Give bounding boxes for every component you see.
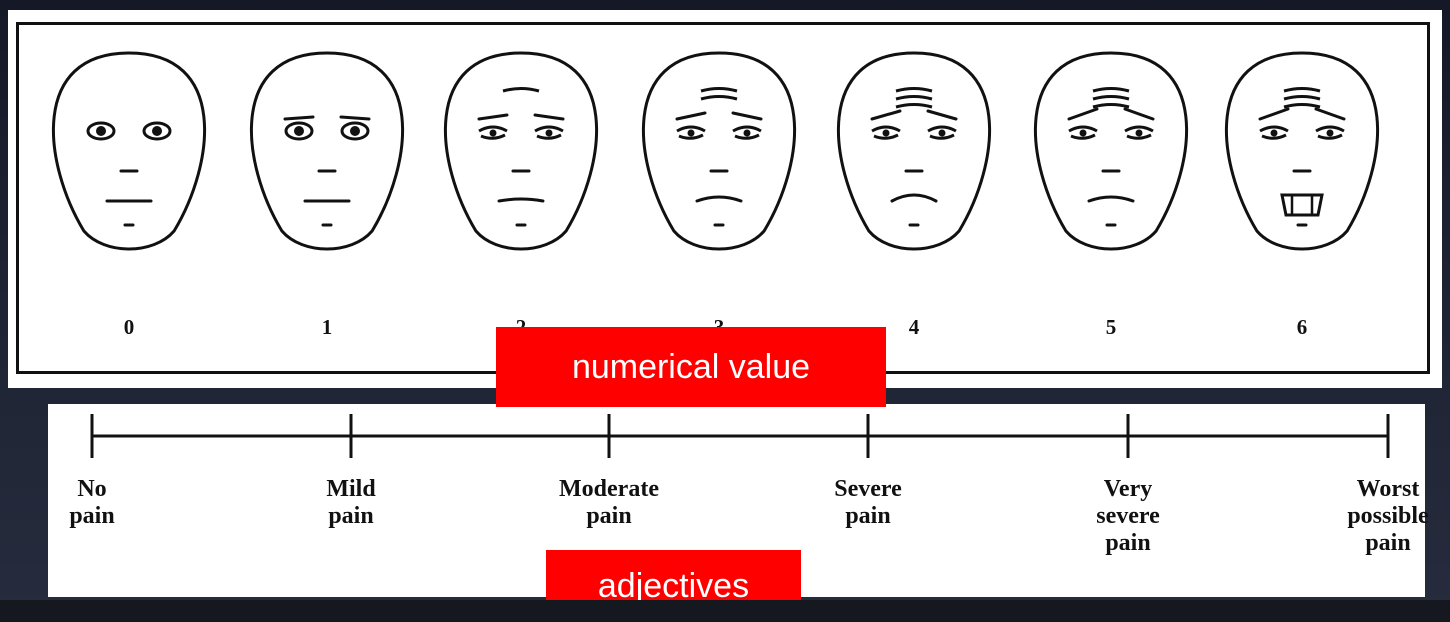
face-3 xyxy=(642,51,796,251)
eye xyxy=(284,121,314,141)
face-outline xyxy=(52,51,206,251)
squint-eye xyxy=(1068,125,1098,140)
numerical-value-callout: numerical value xyxy=(496,327,886,407)
pupil xyxy=(350,126,360,136)
pupil xyxy=(545,129,553,137)
face-0 xyxy=(52,51,206,251)
squint-eye xyxy=(871,125,901,140)
scale-adjective-label: Mild pain xyxy=(326,476,376,529)
forehead-wrinkle xyxy=(1092,103,1130,109)
pupil xyxy=(152,126,162,136)
eye xyxy=(86,121,116,141)
pupil xyxy=(1326,129,1334,137)
face-1 xyxy=(250,51,404,251)
forehead-wrinkle xyxy=(700,95,738,101)
pupil xyxy=(489,129,497,137)
forehead-wrinkle xyxy=(895,95,933,101)
squint-eye xyxy=(1315,125,1345,140)
teeth xyxy=(1290,195,1314,215)
pupil xyxy=(938,129,946,137)
scale-adjective-label: No pain xyxy=(69,476,115,529)
squint-eye xyxy=(534,125,564,140)
eyebrow xyxy=(533,113,565,121)
squint-eye xyxy=(1124,125,1154,140)
mouth xyxy=(890,193,938,203)
face-6 xyxy=(1225,51,1379,251)
face-value-label: 4 xyxy=(908,315,920,339)
scale-adjective-label: Moderate pain xyxy=(559,476,659,529)
mouth xyxy=(1087,195,1135,203)
squint-eye xyxy=(676,125,706,140)
forehead-wrinkle xyxy=(1283,87,1321,93)
forehead-wrinkle xyxy=(1283,103,1321,109)
forehead-wrinkle xyxy=(1283,95,1321,101)
eyebrow xyxy=(1067,107,1099,121)
eye xyxy=(340,121,370,141)
face-value-label: 0 xyxy=(123,315,135,339)
face-2 xyxy=(444,51,598,251)
pupil xyxy=(687,129,695,137)
mouth xyxy=(695,195,743,203)
face-outline xyxy=(444,51,598,251)
pupil xyxy=(96,126,106,136)
eyebrow xyxy=(675,111,707,121)
eye xyxy=(142,121,172,141)
face-outline xyxy=(250,51,404,251)
forehead-wrinkle xyxy=(502,87,540,93)
face-value-label: 1 xyxy=(321,315,333,339)
eyebrow xyxy=(731,111,763,121)
faces-pain-scale-panel: 0123456 xyxy=(8,10,1442,388)
pupil xyxy=(882,129,890,137)
faces-frame: 0123456 xyxy=(16,22,1430,374)
face-value-label: 5 xyxy=(1105,315,1117,339)
eyebrow xyxy=(870,109,902,121)
scale-adjective-label: Worst possible pain xyxy=(1347,476,1429,556)
eyebrow xyxy=(477,113,509,121)
eyebrow xyxy=(339,115,371,121)
forehead-wrinkle xyxy=(1092,95,1130,101)
pupil xyxy=(1270,129,1278,137)
eyebrow xyxy=(1258,107,1290,121)
scale-line-drawing xyxy=(90,414,1390,458)
scale-adjective-label: Severe pain xyxy=(834,476,902,529)
face-outline xyxy=(1034,51,1188,251)
slide-bottom-edge xyxy=(0,600,1450,622)
pupil xyxy=(1079,129,1087,137)
squint-eye xyxy=(927,125,957,140)
eyebrow xyxy=(1314,107,1346,121)
mouth xyxy=(497,197,545,203)
forehead-wrinkle xyxy=(895,103,933,109)
forehead-wrinkle xyxy=(1092,87,1130,93)
squint-eye xyxy=(1259,125,1289,140)
pupil xyxy=(1135,129,1143,137)
face-4 xyxy=(837,51,991,251)
face-outline xyxy=(642,51,796,251)
face-value-label: 6 xyxy=(1296,315,1308,339)
scale-adjective-label: Very severe pain xyxy=(1096,476,1160,556)
pupil xyxy=(294,126,304,136)
eyebrow xyxy=(926,109,958,121)
squint-eye xyxy=(478,125,508,140)
face-outline xyxy=(837,51,991,251)
face-outline xyxy=(1225,51,1379,251)
pupil xyxy=(743,129,751,137)
eyebrow xyxy=(283,115,315,121)
squint-eye xyxy=(732,125,762,140)
eyebrow xyxy=(1123,107,1155,121)
faces-drawing xyxy=(52,51,1379,251)
forehead-wrinkle xyxy=(700,87,738,93)
face-5 xyxy=(1034,51,1188,251)
mouth-open xyxy=(1280,193,1324,217)
adjective-scale-panel: No pain Mild pain Moderate pain Severe pain… xyxy=(48,404,1429,597)
forehead-wrinkle xyxy=(895,87,933,93)
